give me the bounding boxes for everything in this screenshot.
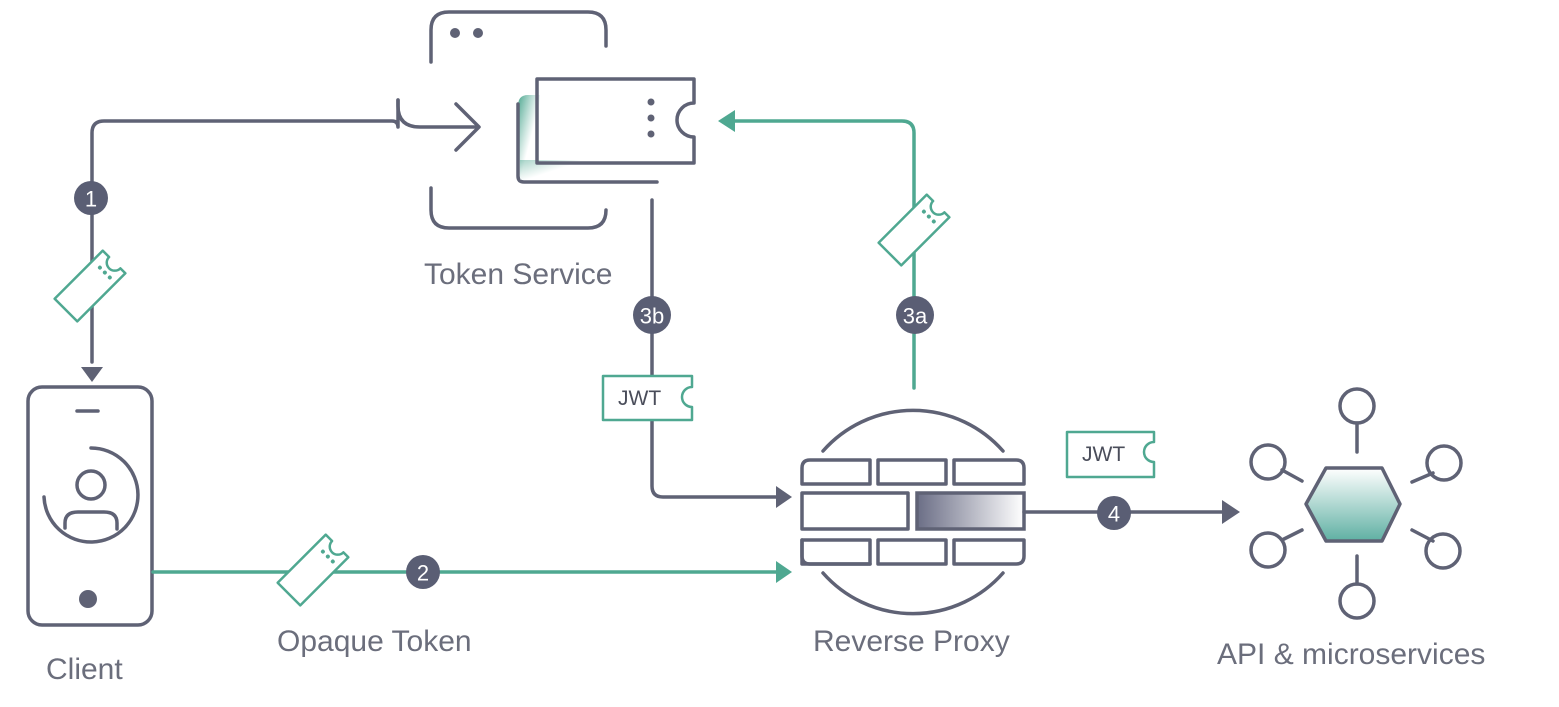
arrow-into-token-service-icon — [454, 102, 481, 152]
svg-text:3b: 3b — [640, 304, 664, 329]
service-node-icon — [1249, 443, 1287, 481]
step-1-connector: 1 — [53, 98, 481, 382]
api-microservices-node: API & microservices — [1217, 387, 1485, 671]
arrow-down-to-client-icon — [81, 367, 103, 382]
service-node-icon — [1338, 387, 1376, 425]
reverse-proxy-label: Reverse Proxy — [813, 625, 1010, 658]
jwt-label-3b: JWT — [618, 387, 661, 410]
step-3a-badge: 3a — [896, 296, 934, 334]
service-node-icon — [1424, 532, 1462, 570]
service-node-icon — [1338, 582, 1376, 620]
arrow-right-to-proxy-icon — [776, 486, 792, 508]
arrow-right-to-proxy-icon — [776, 561, 792, 583]
api-microservices-label: API & microservices — [1217, 638, 1485, 671]
jwt-ticket-icon: JWT — [601, 374, 694, 422]
svg-text:1: 1 — [85, 187, 97, 212]
service-node-icon — [1425, 444, 1463, 482]
step-3a-connector: 3a — [718, 110, 951, 390]
step-1-badge: 1 — [74, 181, 108, 215]
opaque-ticket-icon — [276, 533, 350, 607]
hexagon-network-icon — [1249, 387, 1463, 620]
jwt-ticket-icon: JWT — [1065, 430, 1156, 479]
step-2-badge: 2 — [406, 555, 440, 589]
svg-text:4: 4 — [1108, 502, 1120, 527]
service-node-icon — [1249, 531, 1287, 569]
step-4-badge: 4 — [1097, 496, 1131, 530]
client-label: Client — [46, 653, 123, 686]
arrow-right-to-api-icon — [1222, 500, 1240, 524]
token-service-node: Token Service — [424, 10, 696, 291]
opaque-token-label: Opaque Token — [277, 625, 472, 658]
reverse-proxy-node: Reverse Proxy — [800, 408, 1026, 658]
token-service-label: Token Service — [424, 258, 612, 291]
step-4-connector: 4 JWT — [1022, 430, 1240, 530]
svg-text:2: 2 — [417, 561, 429, 586]
arrow-left-to-token-service-icon — [718, 110, 735, 132]
opaque-ticket-icon — [877, 193, 951, 267]
mobile-phone-user-icon — [26, 385, 154, 627]
token-service-icon — [429, 10, 696, 230]
jwt-label-4: JWT — [1082, 443, 1125, 466]
firewall-brick-icon — [800, 408, 1026, 616]
step-3b-badge: 3b — [633, 296, 671, 334]
step-2-connector: 2 Opaque Token — [151, 533, 792, 658]
svg-text:3a: 3a — [903, 304, 928, 329]
client-node: Client — [26, 385, 154, 686]
step-3b-connector: 3b JWT — [601, 198, 792, 508]
opaque-ticket-icon — [53, 249, 127, 323]
